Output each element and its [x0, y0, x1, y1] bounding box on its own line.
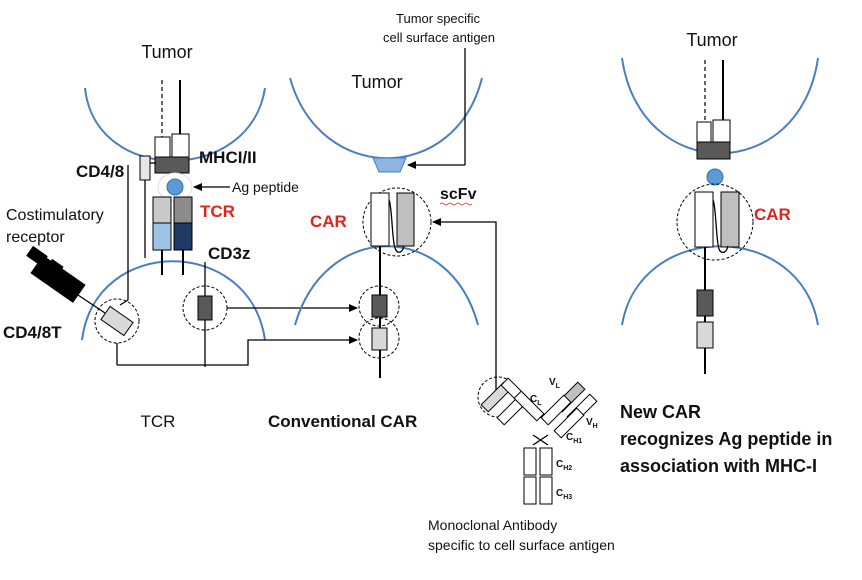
antibody-light-inner2 — [513, 390, 545, 422]
antibody-ch3-right — [539, 476, 553, 505]
new-mhc-a1 — [696, 121, 712, 143]
costim-circle — [94, 298, 140, 344]
tcr-caption: TCR — [141, 412, 176, 431]
cd48-label: CD4/8 — [76, 162, 124, 181]
car-label-middle: CAR — [310, 212, 347, 231]
antibody-ch2-left — [523, 447, 537, 476]
new-scfv-circle — [676, 183, 754, 261]
cd48t-label: CD4/8T — [3, 323, 62, 342]
cl-label: CL — [530, 394, 542, 407]
antibody-ch1-inner — [553, 407, 585, 439]
tumor-label-right: Tumor — [686, 30, 737, 50]
ag-peptide-icon — [166, 178, 184, 196]
cd3z-domain — [197, 295, 213, 321]
mhc-groove — [154, 156, 190, 174]
monoclonal-antibody — [477, 376, 598, 505]
new-scfv-vh — [720, 191, 740, 248]
car-t-cell-right — [621, 245, 819, 326]
new-mhc-a2 — [712, 119, 731, 143]
antibody-ch3-left — [523, 476, 537, 505]
tcr-beta-c — [173, 222, 193, 251]
costim-arrow — [117, 336, 358, 366]
vh-label: VH — [586, 417, 598, 430]
costim-label-line1: Costimulatory — [6, 207, 104, 224]
car-cd3z-circle — [358, 285, 400, 327]
cd48-coreceptor — [139, 155, 151, 181]
scfv-vl — [370, 192, 390, 247]
scfv-linker — [388, 199, 405, 253]
scfv-label: scFv — [440, 186, 477, 203]
vl-label: VL — [549, 377, 561, 390]
new-car-line2: recognizes Ag peptide in — [620, 429, 832, 449]
tumor-label-middle: Tumor — [351, 72, 402, 92]
mab-label-line2: specific to cell surface antigen — [428, 537, 615, 553]
ch2-label: CH2 — [556, 459, 572, 472]
cd3z-label: CD3z — [208, 244, 251, 263]
antibody-ch2-right — [539, 447, 553, 476]
new-scfv-vl — [694, 191, 714, 248]
costim-label-line2: receptor — [6, 229, 65, 246]
new-mhc-groove — [696, 141, 731, 160]
mhc-domain-a2 — [171, 133, 190, 158]
antibody-ch1-domain — [540, 394, 572, 426]
surface-antigen-icon — [372, 157, 407, 173]
new-car-line1: New CAR — [620, 402, 701, 422]
ag-peptide-label: Ag peptide — [232, 179, 299, 195]
new-scfv-linker — [712, 199, 729, 254]
ch3-label: CH3 — [556, 488, 572, 501]
tcr-beta-v — [173, 196, 193, 224]
mab-label-line1: Monoclonal Antibody — [428, 517, 557, 533]
scfv-vh — [396, 192, 415, 247]
car-costim-domain — [371, 327, 388, 351]
antigen-label-line1: Tumor specific — [396, 11, 481, 26]
antibody-hinge-right — [532, 434, 549, 446]
antigen-label-line2: cell surface antigen — [383, 30, 495, 45]
tcr-panel — [26, 80, 358, 367]
car-cd3z-domain — [371, 294, 388, 318]
car-costim-circle — [358, 317, 400, 359]
tumor-label-left: Tumor — [141, 42, 192, 62]
new-car-line3: association with MHC-I — [620, 456, 817, 476]
new-car-panel — [621, 57, 819, 374]
car-label-right: CAR — [754, 205, 791, 224]
costim-domain — [100, 305, 134, 337]
tcr-red-label: TCR — [200, 202, 235, 221]
mhc-label: MHCI/II — [199, 148, 257, 167]
scfv-spellcheck-underline — [439, 202, 473, 206]
conventional-car-panel — [289, 48, 497, 400]
tcr-alpha-c — [152, 222, 172, 251]
new-car-costim-domain — [696, 321, 714, 349]
scfv-circle — [362, 187, 432, 257]
new-ag-peptide-icon — [706, 168, 724, 186]
t-cell-left — [81, 260, 266, 341]
ch1-label: CH1 — [566, 432, 582, 445]
costim-connector — [119, 299, 129, 306]
new-car-cd3z-domain — [696, 289, 714, 317]
tcr-alpha-v — [152, 196, 172, 224]
costim-link — [77, 294, 106, 314]
mhc-domain-a1 — [154, 136, 171, 158]
conventional-car-caption: Conventional CAR — [268, 412, 417, 431]
scfv-source-arrow — [432, 218, 497, 400]
costimulatory-receptor-icon — [26, 245, 86, 303]
